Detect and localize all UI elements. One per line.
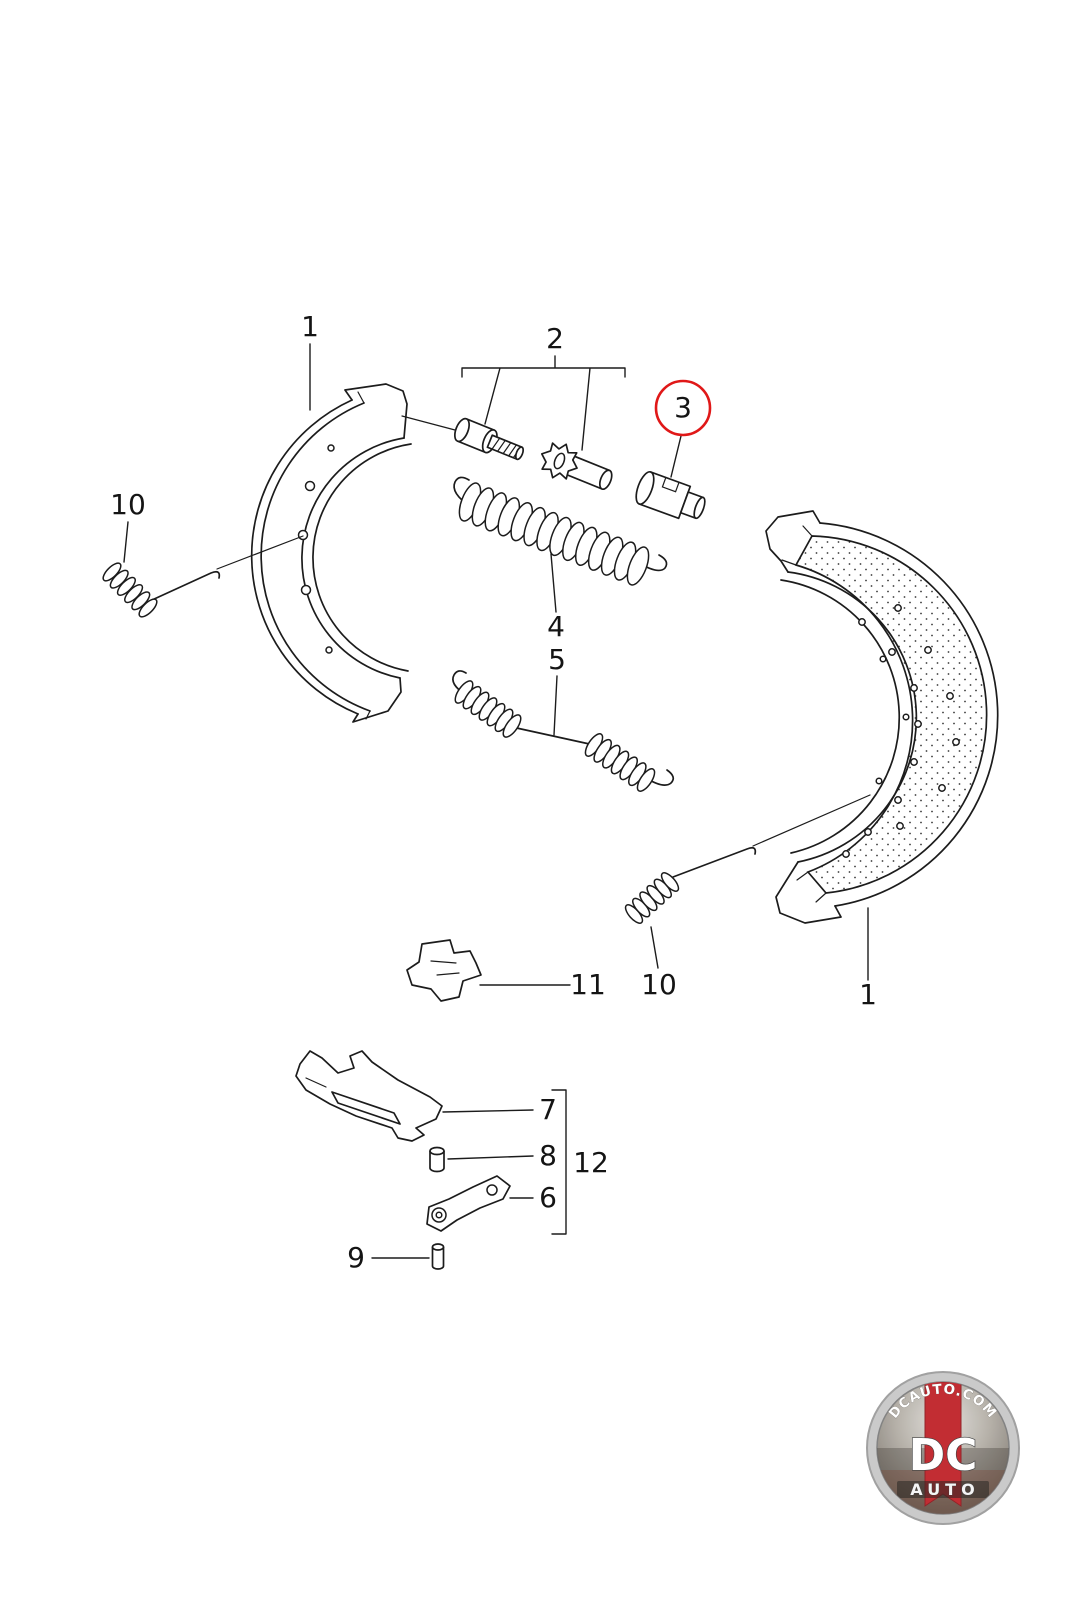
spring-10-right-rod-line (752, 794, 871, 847)
left-brake-shoe (250, 383, 456, 723)
callout-7: 7 (539, 1093, 557, 1126)
leader-4 (550, 553, 557, 613)
callout-5: 5 (548, 643, 566, 676)
callout-12: 12 (573, 1146, 609, 1179)
adjuster-sleeve-part-3 (635, 470, 706, 520)
right-shoe-web-holes (875, 655, 910, 785)
leader-10-left (123, 521, 129, 563)
leader-10-right (650, 926, 659, 969)
leader-5 (553, 675, 558, 736)
pin-8 (429, 1146, 445, 1173)
shoe-to-adjuster-link-line (401, 415, 456, 431)
lever-6 (426, 1175, 511, 1232)
watermark-name: AUTO (910, 1480, 979, 1499)
spring-10-left-tail (151, 570, 221, 601)
dcauto-watermark: DCAUTO.COM DC AUTO (866, 1371, 1020, 1525)
return-spring-5 (452, 670, 675, 792)
hold-down-spring-left (102, 535, 304, 618)
spring-10-right-coils (624, 872, 680, 924)
spring-4-right-hook (636, 554, 668, 572)
adjuster-star-wheel (540, 442, 613, 491)
callout-1-right: 1 (859, 978, 877, 1011)
lining-rivet-holes (842, 604, 960, 858)
spring-5-right-hook (645, 769, 675, 786)
spring-5-left-coils (454, 680, 522, 738)
bracket-2 (461, 355, 626, 451)
callout-10-left: 10 (110, 488, 146, 521)
spring-4-left-hook (453, 476, 472, 508)
leader-7 (442, 1109, 534, 1113)
left-shoe-holes (297, 444, 335, 654)
highlight-circle (654, 379, 712, 437)
callout-2: 2 (546, 322, 564, 355)
hold-down-spring-right (624, 794, 871, 924)
return-spring-4 (453, 476, 668, 586)
leader-lines (123, 343, 869, 1259)
right-brake-shoe (765, 510, 999, 924)
leader-8 (447, 1155, 534, 1160)
watermark-initials: DC (909, 1430, 978, 1481)
spring-10-right-tail (672, 846, 757, 878)
spring-10-left-rod-line (216, 535, 304, 570)
spring-5-left-hook (452, 670, 467, 696)
leader-3 (670, 435, 682, 478)
spring-5-right-coils (584, 733, 656, 792)
bracket-12 (551, 1089, 567, 1235)
callout-labels: 1 2 3 10 4 5 11 10 1 7 8 12 6 9 (110, 310, 877, 1274)
callout-6: 6 (539, 1181, 557, 1214)
badge-auto-strip (897, 1481, 989, 1498)
callout-8: 8 (539, 1139, 557, 1172)
spring-4-coils (458, 482, 650, 586)
callout-1-left: 1 (301, 310, 319, 343)
callout-3: 3 (674, 391, 692, 424)
pin-9 (431, 1243, 445, 1270)
callout-4: 4 (547, 610, 565, 643)
callout-9: 9 (347, 1241, 365, 1274)
spring-5-wire (511, 726, 595, 746)
callout-11: 11 (570, 968, 606, 1001)
friction-lining-band (794, 535, 988, 894)
callout-10-right: 10 (641, 968, 677, 1001)
expander-bar-7 (295, 1050, 443, 1142)
adjuster-screw (453, 417, 525, 461)
support-bracket-11 (406, 939, 482, 1002)
spring-10-left-coils (102, 562, 158, 618)
